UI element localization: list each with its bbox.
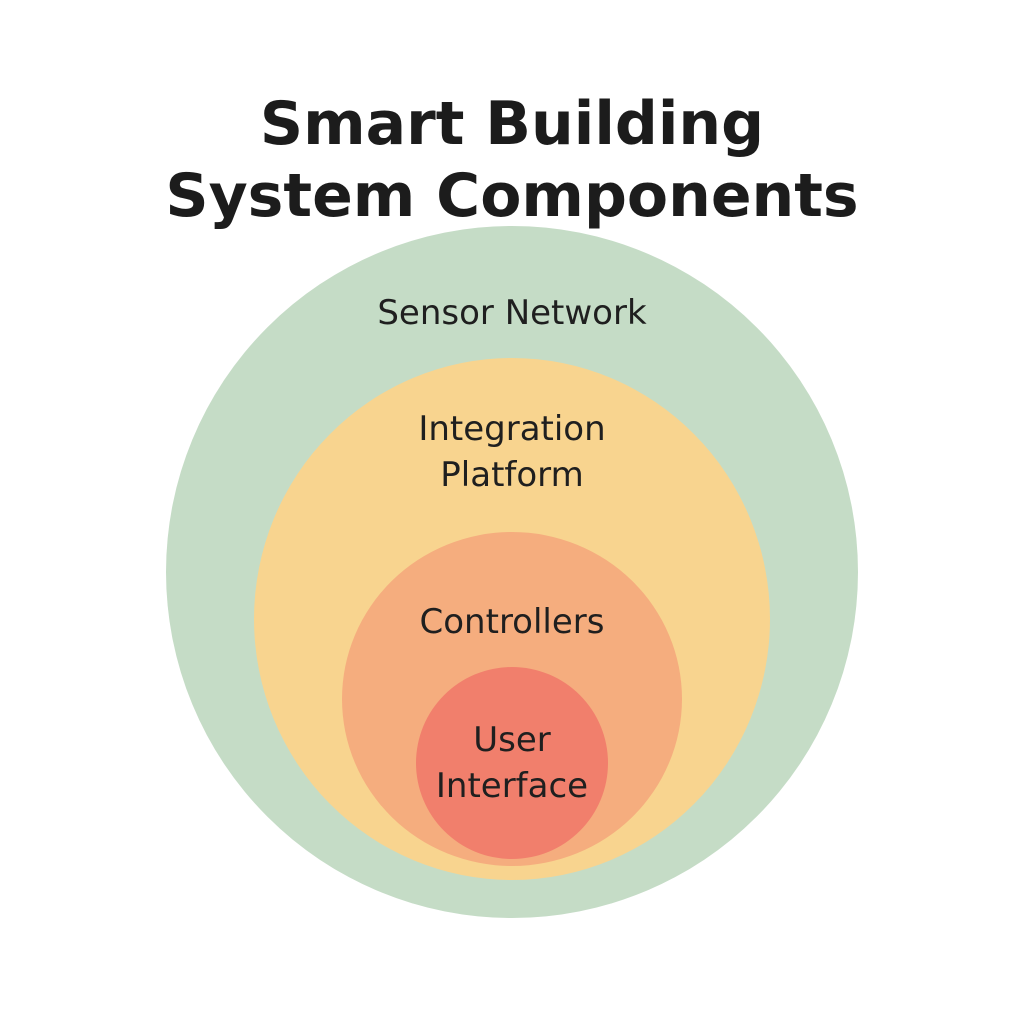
controllers-label: Controllers (419, 602, 605, 642)
user-interface-circle (416, 667, 608, 859)
integration-platform-label: Integration Platform (0, 406, 1024, 498)
diagram-title-line-1: Smart Building (259, 89, 765, 160)
user-interface-label: User Interface (0, 717, 1024, 809)
integration-platform-label-line-2: Platform (440, 455, 584, 495)
diagram-title-line-2: System Components (165, 161, 859, 232)
sensor-network-label: Sensor Network (377, 293, 647, 333)
integration-platform-label-line-1: Integration (418, 409, 606, 449)
user-interface-label-line-2: Interface (435, 766, 589, 806)
diagram-title: Smart Building System Components (0, 88, 1024, 232)
user-interface-label-line-1: User (473, 720, 551, 760)
